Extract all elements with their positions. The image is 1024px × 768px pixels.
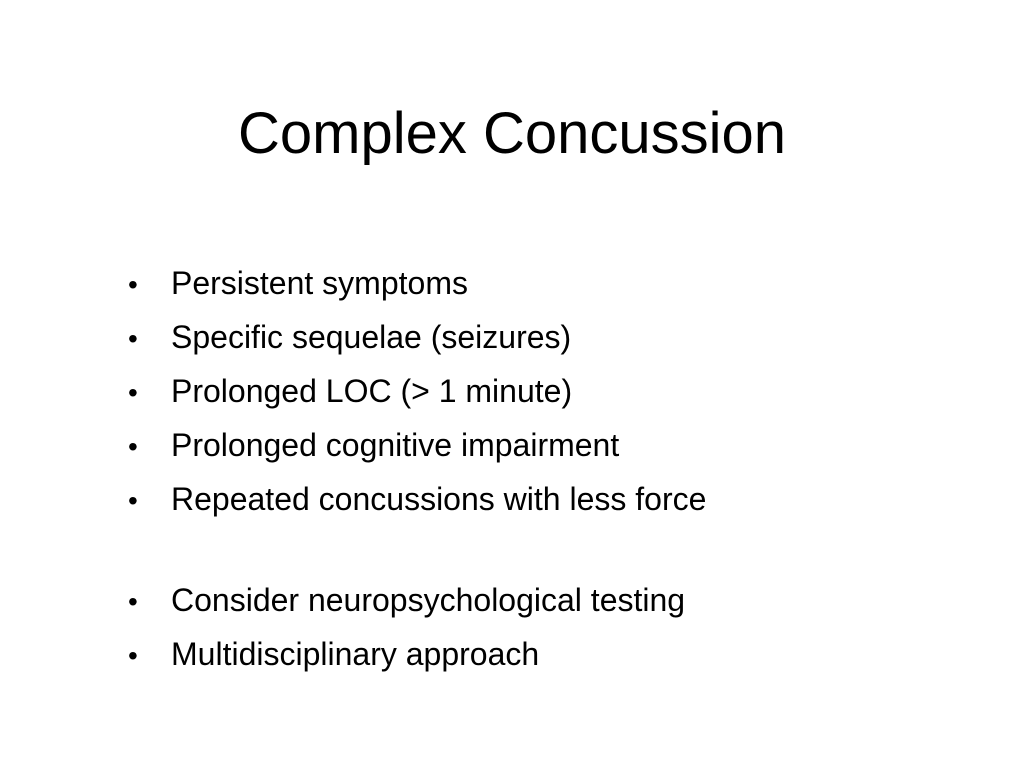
- bullet-icon: •: [128, 640, 138, 671]
- bullet-item: • Persistent symptoms: [128, 257, 706, 311]
- bullet-item: • Repeated concussions with less force: [128, 473, 706, 527]
- bullet-text: Prolonged LOC (> 1 minute): [171, 373, 573, 409]
- bullet-icon: •: [128, 269, 138, 300]
- bullet-icon: •: [128, 377, 138, 408]
- bullet-text: Persistent symptoms: [171, 265, 468, 301]
- bullet-text: Repeated concussions with less force: [171, 481, 707, 517]
- bullet-text: Consider neuropsychological testing: [171, 582, 686, 618]
- bullet-item: • Multidisciplinary approach: [128, 628, 685, 682]
- bullet-icon: •: [128, 431, 138, 462]
- secondary-bullet-list: • Consider neuropsychological testing • …: [128, 574, 685, 682]
- bullet-text: Prolonged cognitive impairment: [171, 427, 620, 463]
- bullet-icon: •: [128, 323, 138, 354]
- bullet-icon: •: [128, 586, 138, 617]
- primary-bullet-list: • Persistent symptoms • Specific sequela…: [128, 257, 706, 527]
- bullet-item: • Prolonged cognitive impairment: [128, 419, 706, 473]
- bullet-text: Specific sequelae (seizures): [171, 319, 572, 355]
- bullet-icon: •: [128, 485, 138, 516]
- bullet-item: • Specific sequelae (seizures): [128, 311, 706, 365]
- bullet-text: Multidisciplinary approach: [171, 636, 540, 672]
- bullet-item: • Prolonged LOC (> 1 minute): [128, 365, 706, 419]
- slide-title: Complex Concussion: [237, 101, 787, 166]
- bullet-item: • Consider neuropsychological testing: [128, 574, 685, 628]
